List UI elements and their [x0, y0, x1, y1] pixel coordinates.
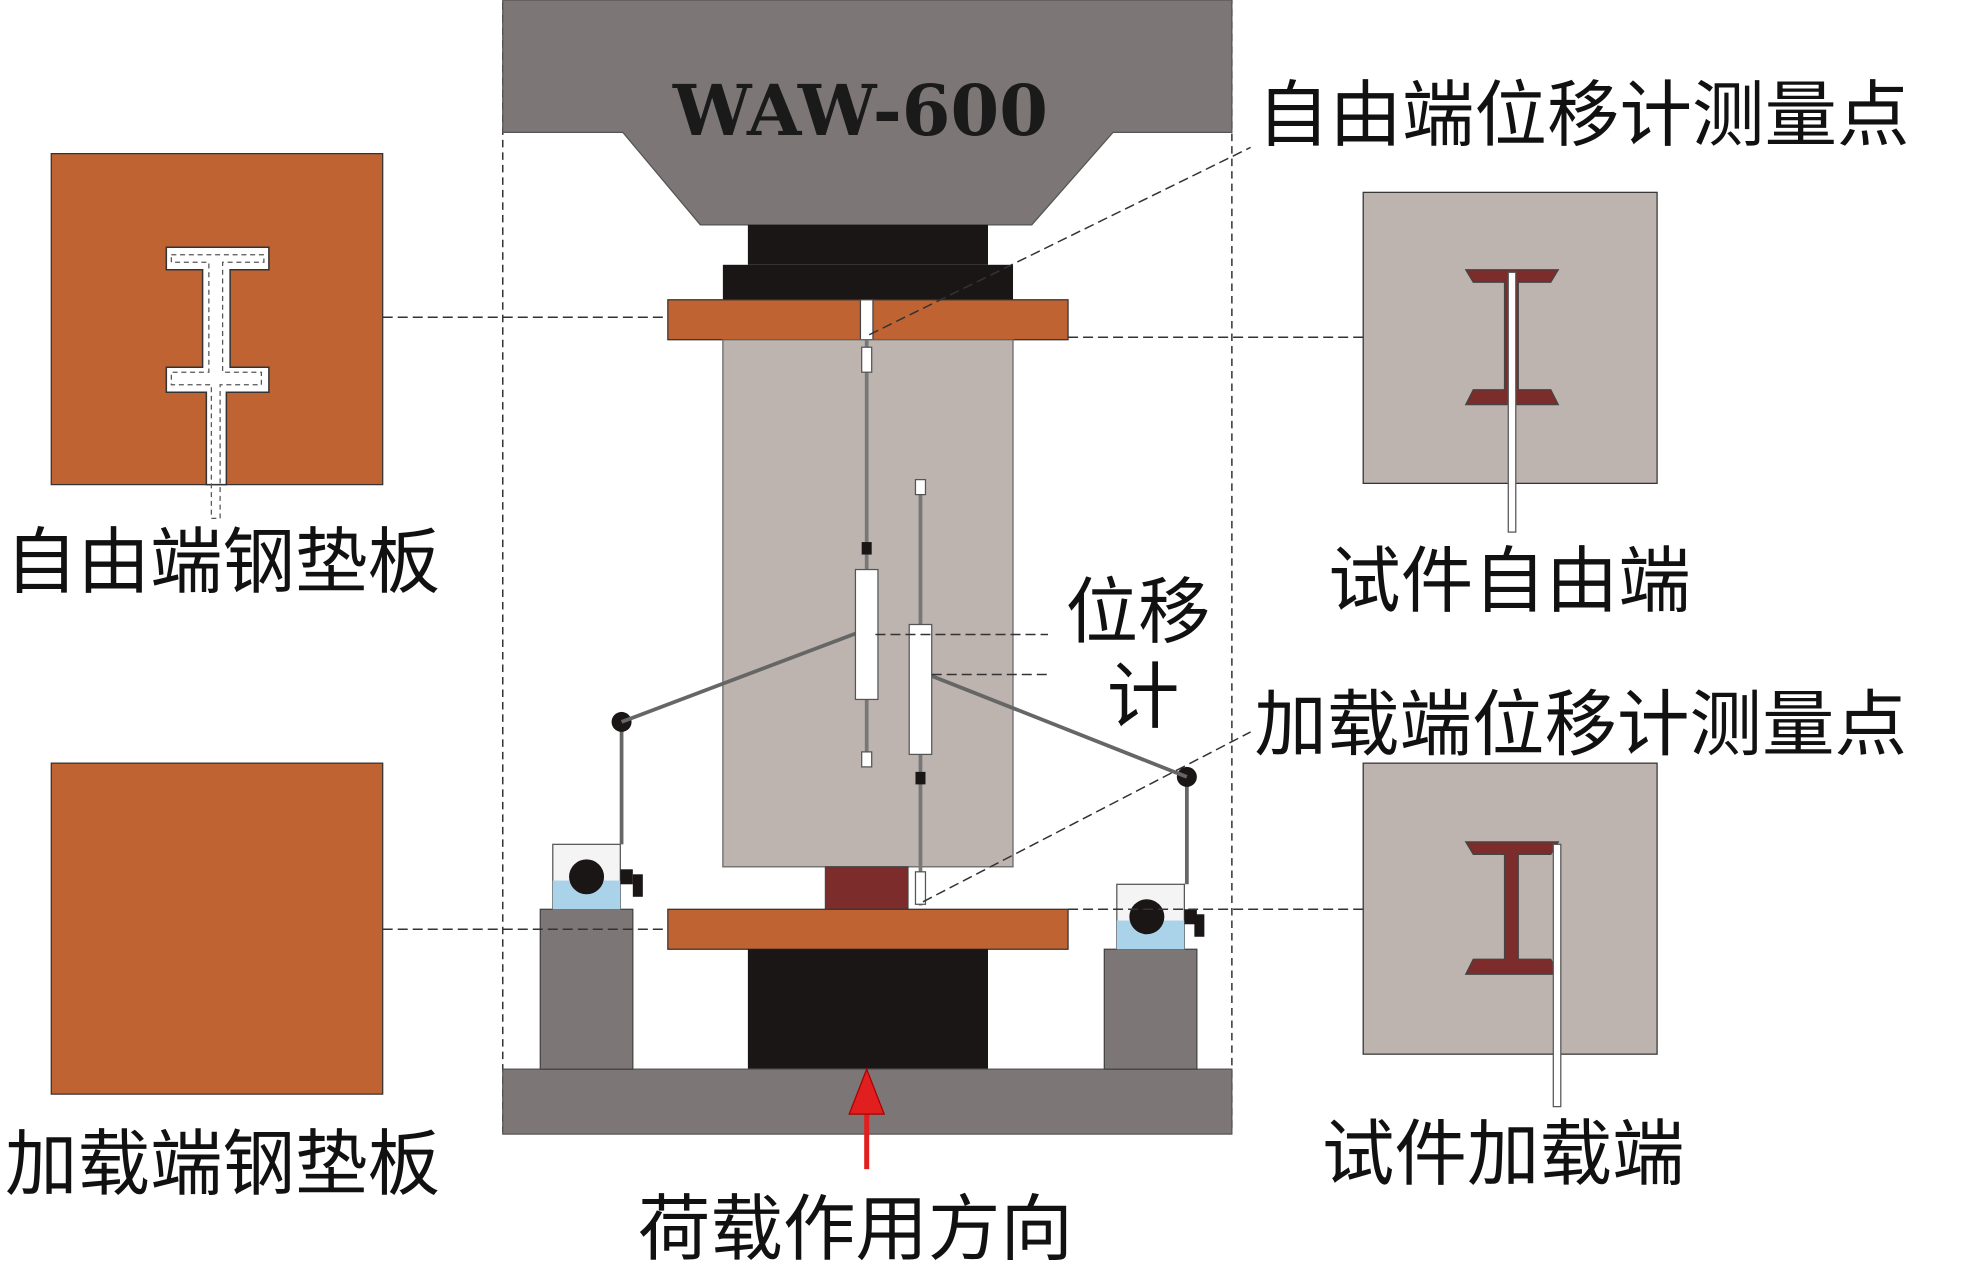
displacement-gauge-loading-end	[908, 478, 933, 906]
label-displacement-gauge-line1: 位移	[1066, 571, 1211, 655]
label-loading-end-steel-pad: 加载端钢垫板	[5, 1123, 440, 1207]
up-arrow-icon	[848, 1067, 886, 1170]
label-specimen-loading-end: 试件加载端	[1322, 1113, 1685, 1197]
steel-section-loading-end	[824, 866, 909, 910]
lower-loading-block	[747, 949, 989, 1070]
loading-end-steel-pad-section	[667, 908, 1069, 950]
displacement-gauge-free-end	[854, 339, 879, 768]
magnetic-stand-right	[927, 672, 1205, 1070]
magnetic-stand-left	[539, 628, 864, 1070]
label-free-end-steel-pad: 自由端钢垫板	[5, 521, 440, 605]
specimen-loading-end-view	[1362, 762, 1658, 1108]
upper-loading-block	[747, 224, 989, 265]
label-specimen-free-end: 试件自由端	[1328, 540, 1691, 624]
label-load-direction: 荷载作用方向	[638, 1188, 1073, 1264]
specimen-free-end-view	[1362, 191, 1658, 533]
leader-lines	[382, 146, 1364, 931]
machine-top-crosshead	[502, 0, 1233, 226]
label-free-end-gauge-point: 自由端位移计测量点	[1257, 74, 1910, 158]
free-end-steel-pad-view	[50, 153, 384, 519]
label-displacement-gauge-line2: 计	[1107, 656, 1180, 740]
machine-model-label: WAW-600	[672, 69, 1048, 152]
loading-end-steel-pad-view	[50, 762, 384, 1095]
label-loading-end-gauge-point: 加载端位移计测量点	[1254, 683, 1907, 767]
upper-loading-plate	[722, 264, 1014, 300]
